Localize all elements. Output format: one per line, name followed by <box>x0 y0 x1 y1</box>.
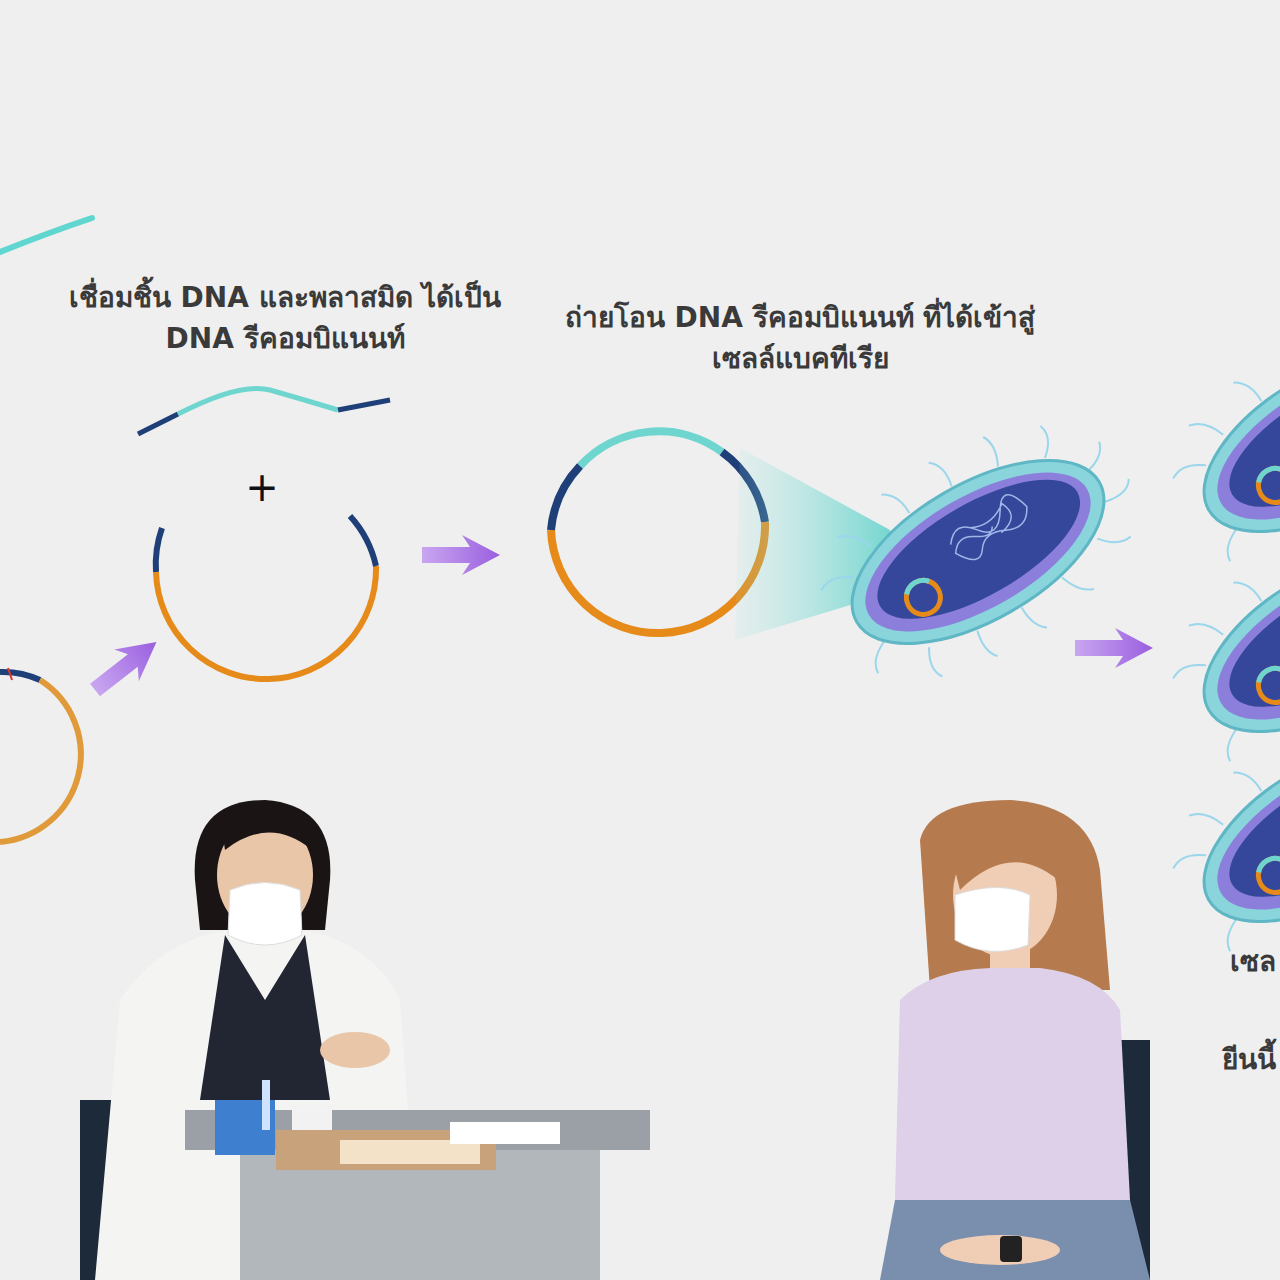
step-label: ยีนนี้ <box>1222 1040 1276 1081</box>
student <box>880 800 1150 1280</box>
step-label: ถ่ายโอน DNA รีคอมบิแนนท์ ที่ได้เข้าสู่เซ… <box>560 298 1040 379</box>
plus-sign: + <box>240 458 284 516</box>
presenter <box>80 800 650 1280</box>
recombinant-plasmid <box>551 431 765 633</box>
step-label: เซล <box>1230 942 1276 983</box>
step-label: เชื่อมชิ้น DNA และพลาสมิด ได้เป็น DNA รี… <box>50 278 520 359</box>
dna-strand <box>0 218 92 252</box>
open-plasmid <box>156 516 376 679</box>
dna-fragment <box>138 388 390 434</box>
plasmid <box>0 668 81 842</box>
